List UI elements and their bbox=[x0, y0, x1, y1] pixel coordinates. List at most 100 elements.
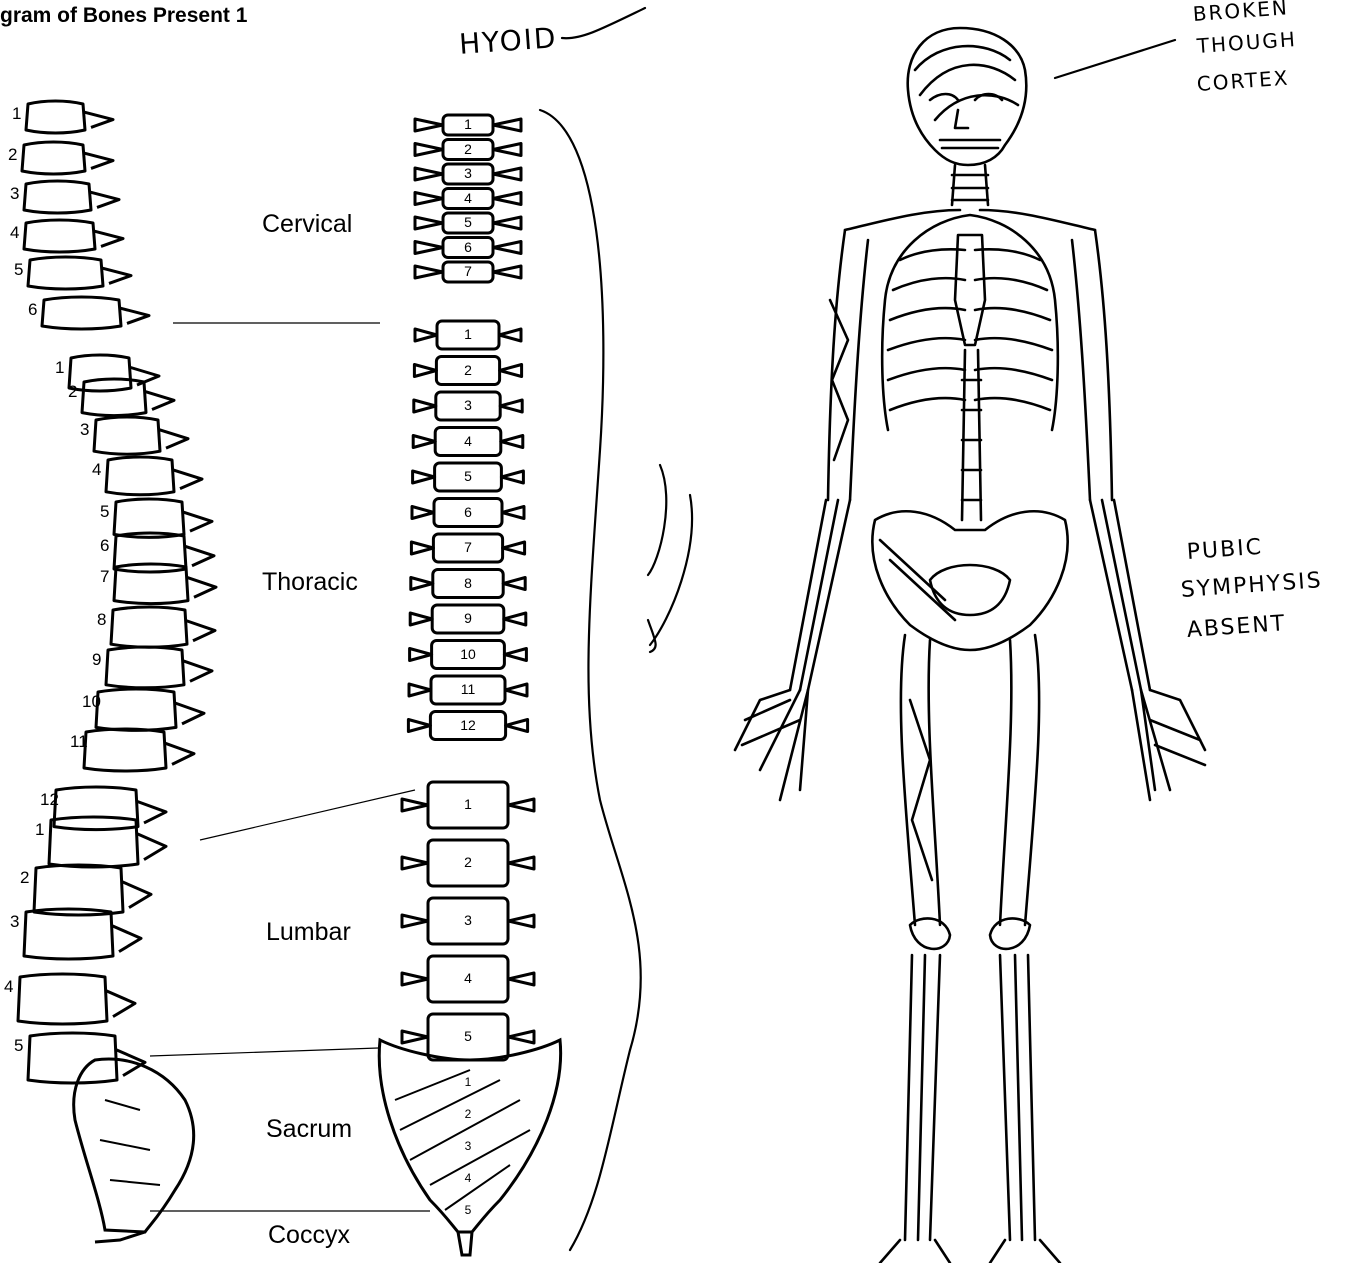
frontal-cervical-number-6: 6 bbox=[458, 239, 478, 255]
lateral-thoracic-vertebra-9 bbox=[106, 647, 184, 688]
lateral-lumbar-vertebra-1 bbox=[49, 817, 138, 867]
frontal-lumbar-number-2: 2 bbox=[458, 854, 478, 870]
lateral-thoracic-vertebra-11 bbox=[84, 729, 166, 771]
annotation-pubic-line1: PUBIC bbox=[1186, 535, 1264, 565]
frontal-sacral-number-3: 3 bbox=[458, 1139, 478, 1153]
pen-marks bbox=[540, 8, 1175, 1250]
lateral-spine-view bbox=[18, 101, 216, 1083]
lateral-cervical-number-1: 1 bbox=[12, 104, 21, 124]
lateral-lumbar-process-1 bbox=[136, 833, 166, 859]
lateral-lumbar-process-2 bbox=[121, 881, 151, 907]
lateral-thoracic-process-12 bbox=[136, 801, 166, 823]
frontal-cervical-number-2: 2 bbox=[458, 141, 478, 157]
lateral-thoracic-process-8 bbox=[185, 620, 215, 641]
lateral-thoracic-process-11 bbox=[164, 743, 194, 765]
lateral-thoracic-number-9: 9 bbox=[92, 650, 101, 670]
hyoid-tick bbox=[562, 8, 645, 38]
lateral-thoracic-number-11: 11 bbox=[70, 732, 88, 752]
frontal-thoracic-number-11: 11 bbox=[458, 681, 478, 697]
frontal-thoracic-number-5: 5 bbox=[458, 468, 478, 484]
frontal-thoracic-number-1: 1 bbox=[458, 326, 478, 342]
lateral-thoracic-number-1: 1 bbox=[55, 358, 64, 378]
lateral-thoracic-number-12: 12 bbox=[40, 790, 59, 810]
lateral-cervical-process-2 bbox=[83, 153, 113, 169]
frontal-lumbar-number-4: 4 bbox=[458, 970, 478, 986]
lateral-cervical-number-4: 4 bbox=[10, 223, 19, 243]
frontal-cervical-number-4: 4 bbox=[458, 190, 478, 206]
lateral-cervical-process-1 bbox=[83, 112, 113, 128]
lateral-cervical-number-5: 5 bbox=[14, 260, 23, 280]
lateral-thoracic-vertebra-8 bbox=[111, 607, 187, 647]
lateral-thoracic-number-5: 5 bbox=[100, 502, 109, 522]
lateral-cervical-process-3 bbox=[89, 192, 119, 208]
lateral-sacrum bbox=[74, 1059, 194, 1242]
lateral-cervical-number-2: 2 bbox=[8, 145, 17, 165]
lateral-cervical-vertebra-5 bbox=[28, 257, 103, 289]
lateral-lumbar-number-5: 5 bbox=[14, 1036, 23, 1056]
frontal-thoracic-number-12: 12 bbox=[458, 717, 478, 733]
lateral-lumbar-number-4: 4 bbox=[4, 977, 13, 997]
frontal-thoracic-number-3: 3 bbox=[458, 397, 478, 413]
frontal-cervical-number-5: 5 bbox=[458, 214, 478, 230]
frontal-lumbar-number-3: 3 bbox=[458, 912, 478, 928]
region-label-sacrum: Sacrum bbox=[266, 1115, 352, 1144]
frontal-cervical-number-3: 3 bbox=[458, 165, 478, 181]
lateral-thoracic-process-9 bbox=[182, 660, 212, 681]
lateral-thoracic-vertebra-2 bbox=[82, 379, 146, 416]
lateral-thoracic-number-2: 2 bbox=[68, 382, 77, 402]
lateral-lumbar-vertebra-4 bbox=[18, 974, 107, 1024]
frontal-sacral-number-2: 2 bbox=[458, 1107, 478, 1121]
lateral-thoracic-process-3 bbox=[158, 429, 188, 448]
lateral-cervical-process-5 bbox=[101, 268, 131, 284]
lateral-cervical-vertebra-6 bbox=[42, 297, 121, 329]
frontal-sacral-number-1: 1 bbox=[458, 1075, 478, 1089]
frontal-lumbar-number-5: 5 bbox=[458, 1028, 478, 1044]
lateral-thoracic-process-5 bbox=[182, 512, 212, 531]
frontal-thoracic-number-4: 4 bbox=[458, 433, 478, 449]
lateral-thoracic-vertebra-1 bbox=[69, 355, 131, 391]
frontal-sacral-number-5: 5 bbox=[458, 1203, 478, 1217]
frontal-cervical-number-7: 7 bbox=[458, 263, 478, 279]
frontal-thoracic-number-10: 10 bbox=[458, 646, 478, 662]
full-skeleton-figure bbox=[735, 28, 1205, 1263]
frontal-thoracic-number-8: 8 bbox=[458, 575, 478, 591]
spine-bracket bbox=[540, 110, 641, 1250]
lateral-thoracic-number-7: 7 bbox=[100, 567, 109, 587]
frontal-lumbar-number-1: 1 bbox=[458, 796, 478, 812]
region-label-coccyx: Coccyx bbox=[268, 1221, 350, 1250]
frontal-thoracic-number-2: 2 bbox=[458, 362, 478, 378]
lateral-lumbar-number-3: 3 bbox=[10, 912, 19, 932]
lateral-cervical-process-4 bbox=[93, 231, 123, 247]
region-leader-lines bbox=[150, 323, 430, 1211]
frontal-thoracic-number-9: 9 bbox=[458, 610, 478, 626]
lateral-lumbar-vertebra-2 bbox=[34, 865, 123, 915]
tick-1 bbox=[648, 465, 666, 575]
tick-2 bbox=[650, 495, 692, 645]
lateral-lumbar-process-4 bbox=[105, 990, 135, 1016]
lateral-thoracic-vertebra-10 bbox=[96, 689, 176, 730]
lateral-cervical-number-3: 3 bbox=[10, 184, 19, 204]
lateral-thoracic-vertebra-4 bbox=[106, 457, 174, 495]
skull-pointer bbox=[1055, 40, 1175, 78]
lateral-thoracic-process-2 bbox=[144, 391, 174, 409]
lateral-cervical-process-6 bbox=[119, 308, 149, 324]
lateral-cervical-vertebra-2 bbox=[22, 142, 85, 174]
frontal-thoracic-number-6: 6 bbox=[458, 504, 478, 520]
lateral-thoracic-number-6: 6 bbox=[100, 536, 109, 556]
frontal-sacral-number-4: 4 bbox=[458, 1171, 478, 1185]
lateral-thoracic-number-10: 10 bbox=[82, 692, 101, 712]
lateral-lumbar-number-2: 2 bbox=[20, 868, 29, 888]
lateral-cervical-number-6: 6 bbox=[28, 300, 37, 320]
annotation-hyoid: HYOID bbox=[458, 21, 559, 61]
lateral-thoracic-vertebra-12 bbox=[54, 787, 138, 830]
lateral-thoracic-vertebra-3 bbox=[94, 417, 160, 454]
region-label-thoracic: Thoracic bbox=[262, 568, 358, 597]
lateral-thoracic-process-4 bbox=[172, 470, 202, 489]
lateral-thoracic-process-6 bbox=[184, 546, 214, 566]
lateral-cervical-vertebra-3 bbox=[24, 181, 91, 213]
lateral-lumbar-process-3 bbox=[111, 925, 141, 951]
region-label-cervical: Cervical bbox=[262, 210, 352, 239]
frontal-cervical-number-1: 1 bbox=[458, 116, 478, 132]
